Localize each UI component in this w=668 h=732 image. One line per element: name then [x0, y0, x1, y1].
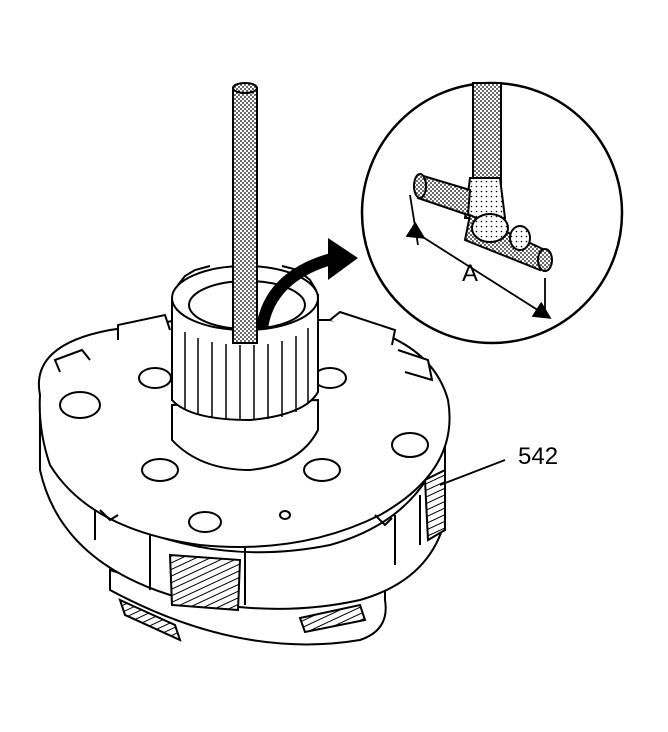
lower-gear-right: [298, 603, 367, 634]
mount-hole: [138, 367, 172, 389]
mount-hole: [303, 458, 341, 482]
detail-arrow: [256, 252, 337, 330]
threaded-rod: [232, 82, 258, 344]
lower-gear-left: [118, 598, 182, 642]
pinion-gear-front: [168, 553, 242, 612]
mount-hole: [59, 391, 101, 419]
detail-arrow-head: [328, 238, 358, 280]
detail-view: [360, 81, 624, 345]
mount-hole: [188, 511, 222, 533]
dimension-label: A: [462, 260, 479, 287]
pinion-gear-right: [423, 468, 446, 542]
mount-hole: [141, 458, 179, 482]
mount-hole: [279, 510, 291, 520]
drum-splines: [184, 328, 309, 420]
leader-line-542: [439, 459, 506, 486]
mount-hole: [391, 432, 429, 458]
carrier-assembly: [37, 265, 451, 646]
part-number-label: 542: [518, 443, 559, 470]
